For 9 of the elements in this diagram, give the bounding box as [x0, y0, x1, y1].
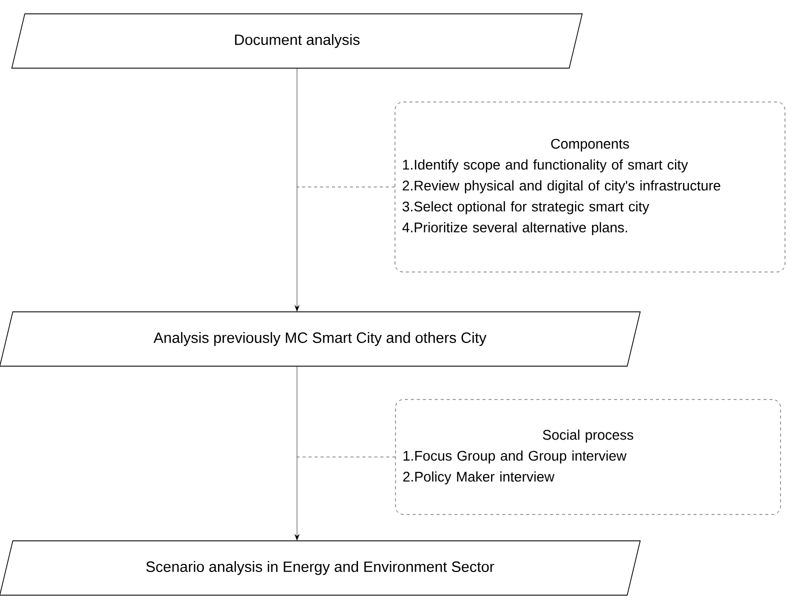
parallelogram-box: Scenario analysis in Energy and Environment Sector	[0, 540, 641, 596]
parallelogram-box: Document analysis	[11, 13, 583, 69]
note-box: Social process 1.Focus Group and Group interview 2.Policy Maker interview	[395, 399, 781, 515]
parallelogram-box: Analysis previously MC Smart City and others City	[0, 311, 641, 367]
leader-line	[296, 186, 395, 188]
note-box: Components 1.Identify scope and functionality of smart city 2.Review physical and digital of city's infrastructure 3.Select optional for strategic smart city 4.Prioritize several alternative plans.	[394, 102, 786, 272]
arrow	[294, 68, 300, 312]
arrow	[294, 366, 300, 540]
leader-line	[296, 456, 396, 458]
